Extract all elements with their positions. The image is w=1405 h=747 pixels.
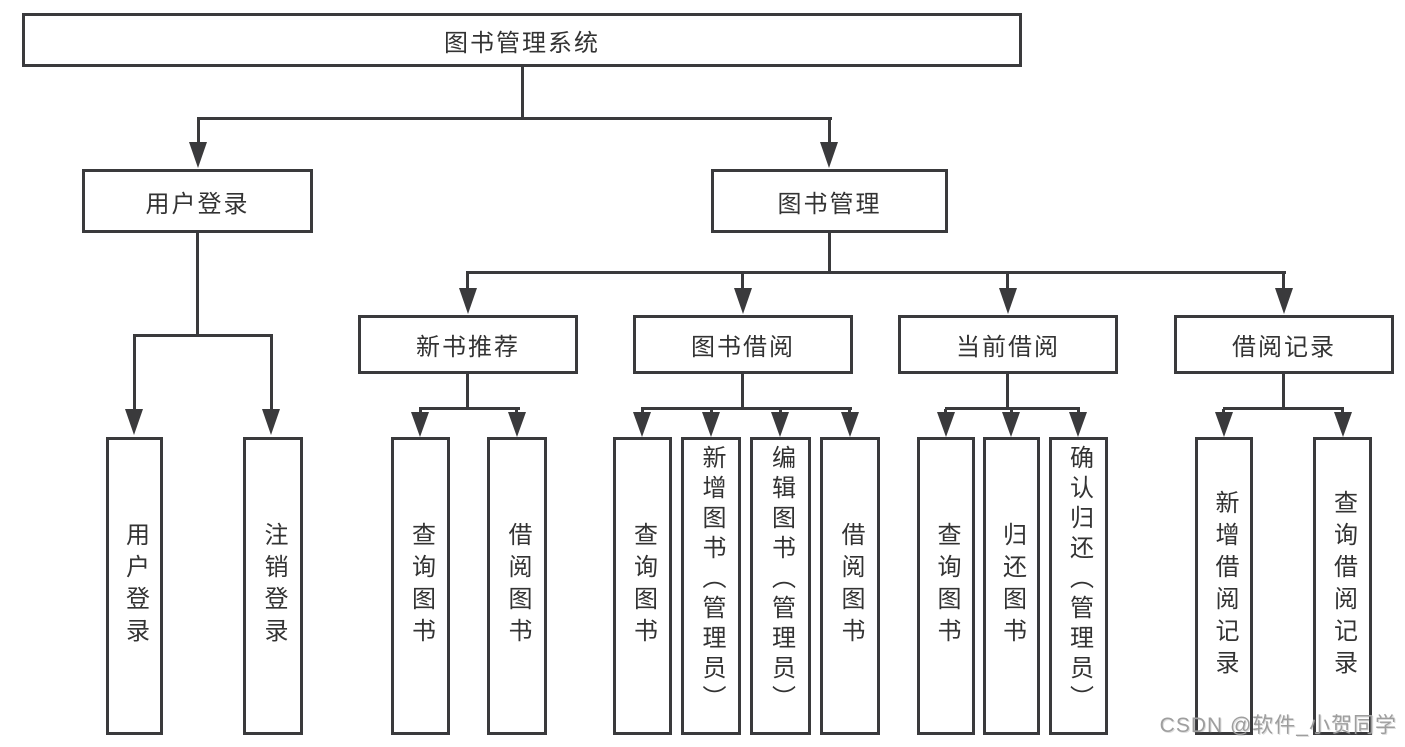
arrowhead-book-mgmt	[820, 142, 838, 168]
arrowhead-query-books-2	[633, 412, 651, 437]
arrowhead-query-books-1	[411, 412, 429, 437]
connector-stem-confirm-return	[1077, 409, 1080, 414]
arrowhead-add-book	[702, 412, 720, 437]
arrowhead-return-book	[1002, 412, 1020, 437]
node-query-borrow-record: 查询借阅记录	[1313, 437, 1372, 735]
node-current-borrow: 当前借阅	[898, 315, 1118, 374]
node-add-borrow-record: 新增借阅记录	[1195, 437, 1253, 735]
connector-user-login-branch	[133, 334, 273, 337]
node-label: 确认归还（管理员）	[1065, 445, 1093, 715]
node-query-books-3: 查询图书	[917, 437, 975, 735]
connector-current-borrow-stub	[1006, 374, 1009, 408]
connector-root-stub	[521, 67, 524, 118]
node-label: 当前借阅	[956, 334, 1060, 361]
connector-stem-add-book	[710, 409, 713, 414]
connector-stem-user-login	[197, 119, 200, 144]
node-borrow-books-2: 借阅图书	[820, 437, 880, 735]
node-label: 新书推荐	[416, 334, 520, 361]
node-label: 图书管理	[777, 190, 882, 218]
connector-borrow-records-stub	[1282, 374, 1285, 408]
connector-stem-login-leaf	[133, 336, 136, 410]
connector-stem-query-books-2	[641, 409, 644, 414]
node-label: 归还图书	[998, 522, 1026, 650]
connector-stem-new-books	[466, 273, 469, 289]
arrowhead-current-borrow	[999, 288, 1017, 314]
arrowhead-edit-book	[771, 412, 789, 437]
arrowhead-book-borrow	[734, 288, 752, 314]
connector-stem-add-record	[1222, 409, 1225, 414]
node-return-book: 归还图书	[983, 437, 1040, 735]
connector-stem-return-book	[1010, 409, 1013, 414]
node-label: 图书借阅	[691, 334, 795, 361]
connector-book-borrow-branch	[641, 407, 852, 410]
node-root: 图书管理系统	[22, 13, 1022, 67]
connector-current-borrow-branch	[945, 407, 1080, 410]
arrowhead-login-leaf	[125, 409, 143, 435]
node-book-borrow: 图书借阅	[633, 315, 853, 374]
node-label: 新增图书（管理员）	[698, 445, 725, 715]
node-confirm-return-admin: 确认归还（管理员）	[1049, 437, 1108, 735]
connector-stem-borrow-books-1	[515, 409, 518, 414]
connector-stem-book-mgmt	[828, 119, 831, 144]
node-add-book-admin: 新增图书（管理员）	[681, 437, 741, 735]
watermark: CSDN @软件_小贺同学	[1159, 714, 1397, 737]
connector-stem-query-books-3	[944, 409, 947, 414]
arrowhead-user-login	[189, 142, 207, 168]
node-label: 编辑图书（管理员）	[767, 445, 795, 715]
node-logout-leaf: 注销登录	[243, 437, 303, 735]
arrowhead-borrow-books-1	[508, 412, 526, 437]
connector-stem-borrow-books-2	[848, 409, 851, 414]
arrowhead-new-books	[459, 288, 477, 314]
node-label: 借阅记录	[1232, 334, 1336, 361]
connector-book-mgmt-stub	[828, 233, 831, 274]
connector-new-books-branch	[419, 407, 520, 410]
node-user-login-leaf: 用户登录	[106, 437, 163, 735]
connector-new-books-stub	[466, 374, 469, 408]
connector-stem-query-record	[1341, 409, 1344, 414]
arrowhead-confirm-return	[1069, 412, 1087, 437]
node-label: 用户登录	[121, 522, 149, 650]
connector-stem-query-books-1	[419, 409, 422, 414]
connector-borrow-records-branch	[1223, 407, 1344, 410]
node-label: 查询借阅记录	[1329, 490, 1357, 682]
arrowhead-query-record	[1334, 412, 1352, 437]
arrowhead-query-books-3	[937, 412, 955, 437]
node-label: 借阅图书	[504, 522, 531, 650]
node-query-books-2: 查询图书	[613, 437, 672, 735]
node-label: 新增借阅记录	[1211, 490, 1238, 682]
node-new-books: 新书推荐	[358, 315, 578, 374]
node-label: 图书管理系统	[444, 29, 600, 57]
node-label: 用户登录	[145, 190, 250, 218]
node-label: 查询图书	[933, 522, 960, 650]
arrowhead-logout-leaf	[262, 409, 280, 435]
node-label: 查询图书	[407, 522, 435, 650]
connector-stem-borrow-records	[1282, 273, 1285, 289]
node-user-login: 用户登录	[82, 169, 313, 233]
node-label: 注销登录	[260, 522, 287, 650]
connector-book-mgmt-branch	[466, 271, 1286, 274]
connector-stem-book-borrow	[741, 273, 744, 289]
node-book-mgmt: 图书管理	[711, 169, 948, 233]
node-label: 查询图书	[629, 522, 657, 650]
node-edit-book-admin: 编辑图书（管理员）	[750, 437, 811, 735]
connector-root-branch	[197, 117, 832, 120]
connector-book-borrow-stub	[741, 374, 744, 408]
node-label: 借阅图书	[837, 522, 864, 650]
connector-stem-edit-book	[779, 409, 782, 414]
node-query-books-1: 查询图书	[391, 437, 450, 735]
connector-stem-current-borrow	[1006, 273, 1009, 289]
arrowhead-borrow-records	[1275, 288, 1293, 314]
connector-stem-logout-leaf	[270, 336, 273, 410]
arrowhead-borrow-books-2	[841, 412, 859, 437]
node-borrow-books-1: 借阅图书	[487, 437, 547, 735]
connector-user-login-stub	[196, 233, 199, 335]
node-borrow-records: 借阅记录	[1174, 315, 1394, 374]
arrowhead-add-record	[1215, 412, 1233, 437]
